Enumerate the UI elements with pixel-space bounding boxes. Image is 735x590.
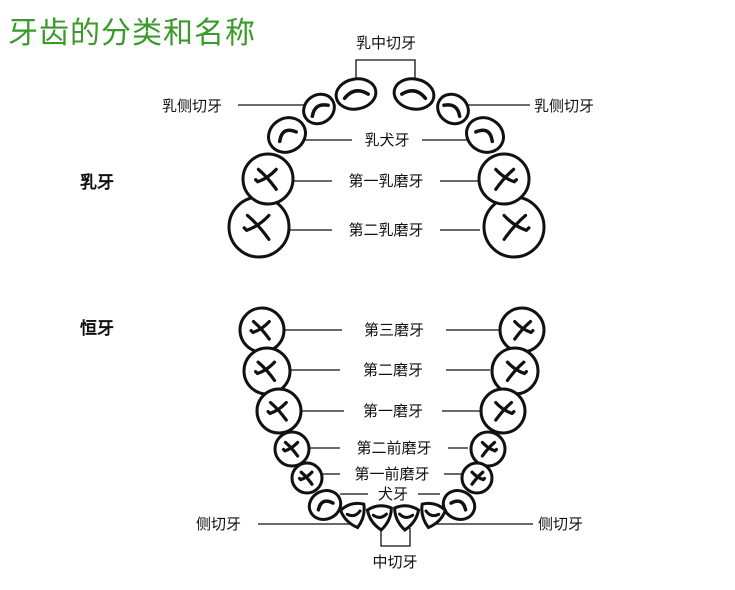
label-permanent-second-molar: 第二磨牙	[362, 361, 424, 379]
label-permanent-first-premolar: 第一前磨牙	[354, 465, 430, 483]
primary-canine-left-tooth	[267, 116, 307, 154]
permanent-second-premolar-right-tooth	[469, 430, 507, 468]
section-label-permanent: 恒牙	[80, 319, 114, 339]
permanent-central-incisor-right-tooth	[393, 504, 421, 532]
primary-central-incisor-right-tooth	[392, 77, 436, 111]
primary-canine-right-tooth	[465, 116, 505, 154]
primary-first-molar-left-tooth	[241, 152, 295, 206]
permanent-canine-left-tooth	[307, 489, 343, 521]
leader-primary-central	[355, 59, 416, 78]
label-primary-lateral-incisor-right: 乳侧切牙	[534, 97, 595, 115]
label-primary-central-incisor: 乳中切牙	[355, 34, 417, 52]
label-primary-canine: 乳犬牙	[364, 131, 410, 149]
permanent-first-premolar-left-tooth	[290, 461, 324, 495]
permanent-canine-right-tooth	[441, 489, 477, 521]
permanent-central-incisor-left-tooth	[365, 504, 393, 532]
permanent-second-molar-left-tooth	[242, 346, 292, 396]
permanent-first-molar-left-tooth	[255, 387, 303, 435]
primary-first-molar-right-tooth	[477, 152, 531, 206]
section-label-primary: 乳牙	[80, 173, 114, 193]
primary-second-molar-right-tooth	[482, 195, 546, 259]
primary-teeth-arch	[227, 77, 546, 259]
primary-lateral-incisor-right-tooth	[436, 92, 470, 126]
primary-second-molar-left-tooth	[227, 195, 291, 259]
permanent-second-premolar-left-tooth	[273, 430, 311, 468]
label-permanent-central-incisor: 中切牙	[372, 553, 418, 571]
permanent-third-molar-right-tooth	[498, 306, 546, 354]
label-primary-second-molar: 第二乳磨牙	[348, 221, 424, 239]
permanent-lateral-incisor-left-tooth	[338, 501, 366, 530]
label-permanent-canine: 犬牙	[377, 485, 409, 503]
permanent-teeth-arch	[238, 306, 546, 532]
label-permanent-third-molar: 第三磨牙	[363, 321, 425, 339]
label-primary-lateral-incisor-left: 乳侧切牙	[162, 97, 223, 115]
permanent-third-molar-left-tooth	[238, 306, 286, 354]
label-permanent-lateral-incisor-left: 侧切牙	[196, 515, 242, 533]
permanent-first-premolar-right-tooth	[460, 461, 494, 495]
primary-central-incisor-left-tooth	[334, 77, 378, 111]
permanent-second-molar-right-tooth	[490, 346, 540, 396]
page-title: 牙齿的分类和名称	[8, 16, 256, 51]
label-permanent-lateral-incisor-right: 侧切牙	[538, 515, 584, 533]
leader-perm-central	[380, 528, 411, 547]
primary-lateral-incisor-left-tooth	[302, 92, 336, 126]
label-primary-first-molar: 第一乳磨牙	[348, 172, 424, 190]
permanent-first-molar-right-tooth	[479, 387, 527, 435]
permanent-lateral-incisor-right-tooth	[420, 501, 448, 530]
label-permanent-first-molar: 第一磨牙	[362, 402, 424, 420]
label-permanent-second-premolar: 第二前磨牙	[356, 439, 432, 457]
leader-lines	[238, 59, 533, 547]
